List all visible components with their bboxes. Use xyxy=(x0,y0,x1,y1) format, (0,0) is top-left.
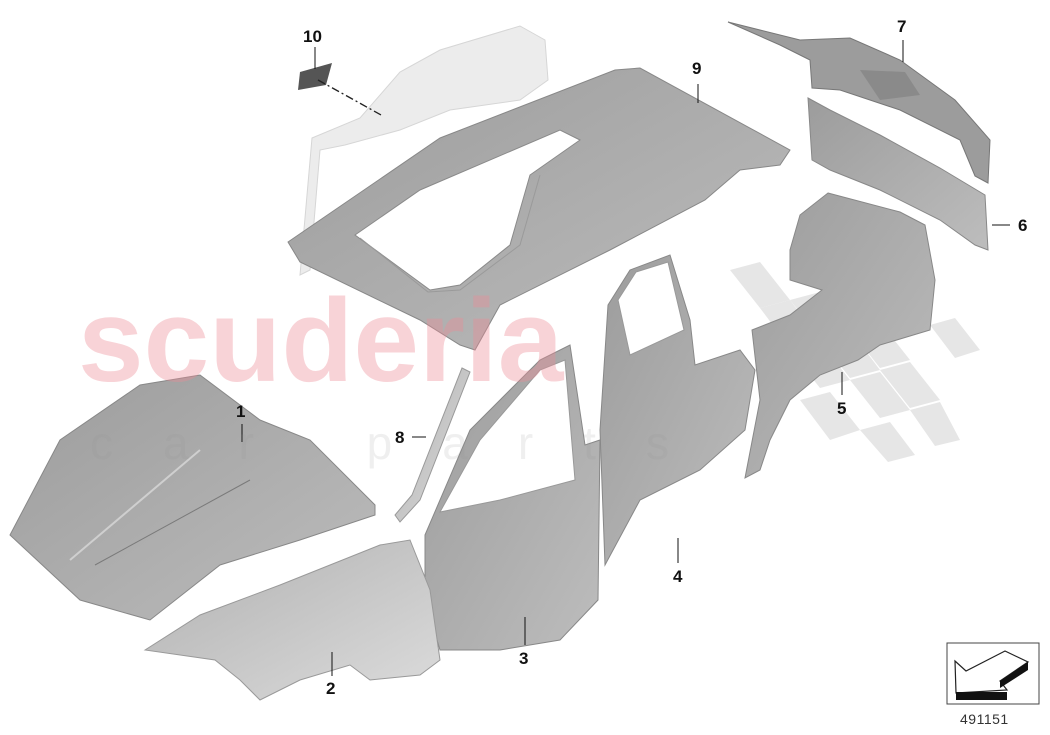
callout-8[interactable]: 8 xyxy=(395,428,405,447)
watermark-sub: car parts xyxy=(90,417,719,469)
callout-7[interactable]: 7 xyxy=(897,17,907,36)
watermark-main: scuderia xyxy=(78,275,564,407)
callout-10[interactable]: 10 xyxy=(303,27,322,46)
reference-number: 491151 xyxy=(960,711,1009,727)
part-5-rear-side-panel xyxy=(744,192,936,479)
part-8-a-pillar xyxy=(394,367,471,523)
callout-4[interactable]: 4 xyxy=(673,567,683,586)
callout-9[interactable]: 9 xyxy=(692,59,702,78)
callout-6[interactable]: 6 xyxy=(1018,216,1028,235)
arrow-view-direction-icon xyxy=(946,642,1040,705)
part-1-hood xyxy=(9,374,376,621)
part-7-trunk-lid xyxy=(727,21,991,184)
callout-5[interactable]: 5 xyxy=(837,399,847,418)
part-9-roof xyxy=(287,67,791,351)
part-4-rear-door xyxy=(599,254,756,567)
part-3-front-door xyxy=(424,344,601,651)
callout-3[interactable]: 3 xyxy=(519,649,529,668)
leader-lines xyxy=(241,40,1010,676)
callout-2[interactable]: 2 xyxy=(326,679,336,698)
part-2-front-fender xyxy=(143,539,441,701)
part-6-rear-panel xyxy=(807,97,989,251)
callout-1[interactable]: 1 xyxy=(236,402,246,421)
